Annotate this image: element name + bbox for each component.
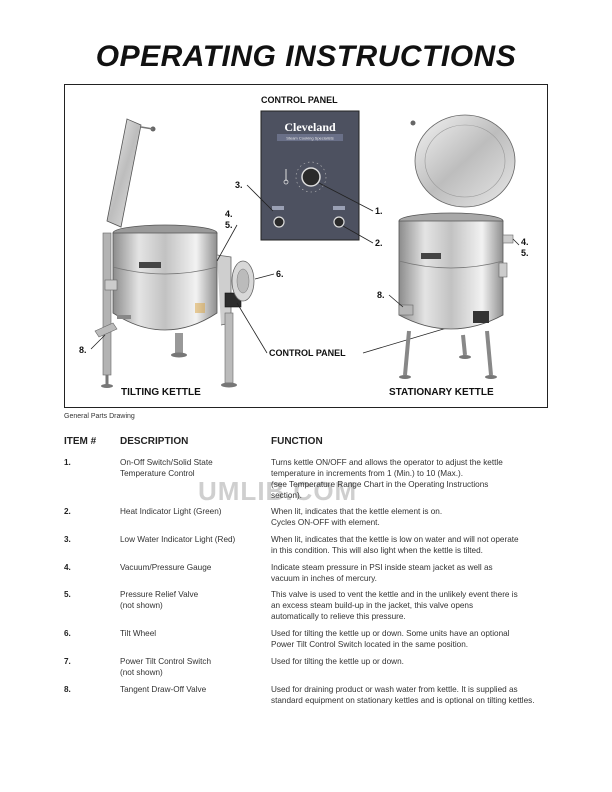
description-line: Tangent Draw-Off Valve	[120, 685, 207, 694]
watermark: UMLIB.COM	[198, 476, 358, 506]
function-line: This valve is used to vent the kettle an…	[271, 590, 518, 599]
item-description: Low Water Indicator Light (Red)	[120, 534, 260, 545]
function-line: Indicate steam pressure in PSI inside st…	[271, 563, 493, 572]
item-description: Heat Indicator Light (Green)	[120, 506, 260, 517]
item-description: Power Tilt Control Switch (not shown)	[120, 656, 260, 678]
header-function: FUNCTION	[271, 436, 323, 447]
page-title: OPERATING INSTRUCTIONS	[95, 40, 517, 73]
function-line: Turns kettle ON/OFF and allows the opera…	[271, 458, 503, 467]
function-line: in this condition. This will also light …	[271, 546, 483, 555]
control-panel-label-top: CONTROL PANEL	[261, 95, 338, 105]
callout-3: 3.	[235, 180, 243, 190]
item-number: 6.	[64, 629, 71, 638]
description-line: Heat Indicator Light (Green)	[120, 507, 222, 516]
item-number: 7.	[64, 657, 71, 666]
callout-4-left: 4.	[225, 209, 233, 219]
function-line: Used for tilting the kettle up or down. …	[271, 629, 510, 638]
item-function: Indicate steam pressure in PSI inside st…	[271, 562, 556, 584]
description-line: Low Water Indicator Light (Red)	[120, 535, 236, 544]
function-line: Power Tilt Control Switch located in the…	[271, 640, 469, 649]
description-line: (not shown)	[120, 668, 163, 677]
description-line: (not shown)	[120, 601, 163, 610]
item-description: Tangent Draw-Off Valve	[120, 684, 260, 695]
description-line: Temperature Control	[120, 469, 195, 478]
control-panel-label-bottom: CONTROL PANEL	[269, 348, 346, 358]
item-description: Tilt Wheel	[120, 628, 260, 639]
control-panel: Cleveland Steam Cooking Specialists	[260, 110, 360, 241]
parts-drawing-svg: CONTROL PANEL Cleveland Steam Cooking Sp…	[79, 95, 529, 398]
item-function: When lit, indicates that the kettle is l…	[271, 534, 556, 556]
function-line: section).	[271, 491, 302, 500]
item-function: Used for tilting the kettle up or down. …	[271, 628, 556, 650]
item-function: This valve is used to vent the kettle an…	[271, 589, 556, 622]
function-line: vacuum in inches of mercury.	[271, 574, 377, 583]
description-line: On-Off Switch/Solid State	[120, 458, 213, 467]
tilting-kettle-label: TILTING KETTLE	[121, 387, 201, 398]
callout-5-right: 5.	[521, 248, 529, 258]
tilting-kettle	[94, 118, 255, 388]
item-number: 8.	[64, 685, 71, 694]
item-function: Used for tilting the kettle up or down.	[271, 656, 556, 667]
function-line: Cycles ON-OFF with element.	[271, 518, 380, 527]
stationary-kettle-label: STATIONARY KETTLE	[389, 387, 494, 398]
description-line: Vacuum/Pressure Gauge	[120, 563, 212, 572]
description-line: Power Tilt Control Switch	[120, 657, 212, 666]
header-item: ITEM #	[64, 436, 97, 447]
function-line: an excess steam build-up in the jacket, …	[271, 601, 474, 610]
callout-8-left: 8.	[79, 345, 87, 355]
item-function: When lit, indicates that the kettle elem…	[271, 506, 556, 528]
heat-indicator-light-icon	[333, 216, 345, 228]
item-number: 4.	[64, 563, 71, 572]
description-line: Tilt Wheel	[120, 629, 157, 638]
item-number: 5.	[64, 590, 71, 599]
function-line: When lit, indicates that the kettle is l…	[271, 535, 519, 544]
item-function: Turns kettle ON/OFF and allows the opera…	[271, 457, 556, 501]
brand-name: Cleveland	[284, 120, 336, 134]
callout-5-left: 5.	[225, 220, 233, 230]
function-line: automatically to relieve this pressure.	[271, 612, 406, 621]
callout-6: 6.	[276, 269, 284, 279]
callout-2: 2.	[375, 238, 383, 248]
function-line: Used for tilting the kettle up or down.	[271, 657, 404, 666]
figure-caption: General Parts Drawing	[64, 413, 135, 420]
item-description: Pressure Relief Valve (not shown)	[120, 589, 260, 611]
stationary-kettle	[398, 114, 516, 379]
parts-drawing: CONTROL PANEL Cleveland Steam Cooking Sp…	[64, 84, 548, 408]
item-function: Used for draining product or wash water …	[271, 684, 556, 706]
function-line: Used for draining product or wash water …	[271, 685, 518, 694]
description-line: Pressure Relief Valve	[120, 590, 199, 599]
callout-1: 1.	[375, 206, 383, 216]
function-line: temperature in increments from 1 (Min.) …	[271, 469, 464, 478]
item-number: 3.	[64, 535, 71, 544]
item-number: 2.	[64, 507, 71, 516]
callout-8-right: 8.	[377, 290, 385, 300]
function-line: When lit, indicates that the kettle elem…	[271, 507, 443, 516]
temperature-control-knob	[301, 167, 321, 187]
header-description: DESCRIPTION	[120, 436, 189, 447]
function-line: standard equipment on stationary kettles…	[271, 696, 535, 705]
item-number: 1.	[64, 458, 71, 467]
brand-tagline: Steam Cooking Specialists	[286, 136, 334, 141]
callout-4-right: 4.	[521, 237, 529, 247]
item-description: Vacuum/Pressure Gauge	[120, 562, 260, 573]
low-water-light-icon	[273, 216, 285, 228]
function-line: (see Temperature Range Chart in the Oper…	[271, 480, 489, 489]
